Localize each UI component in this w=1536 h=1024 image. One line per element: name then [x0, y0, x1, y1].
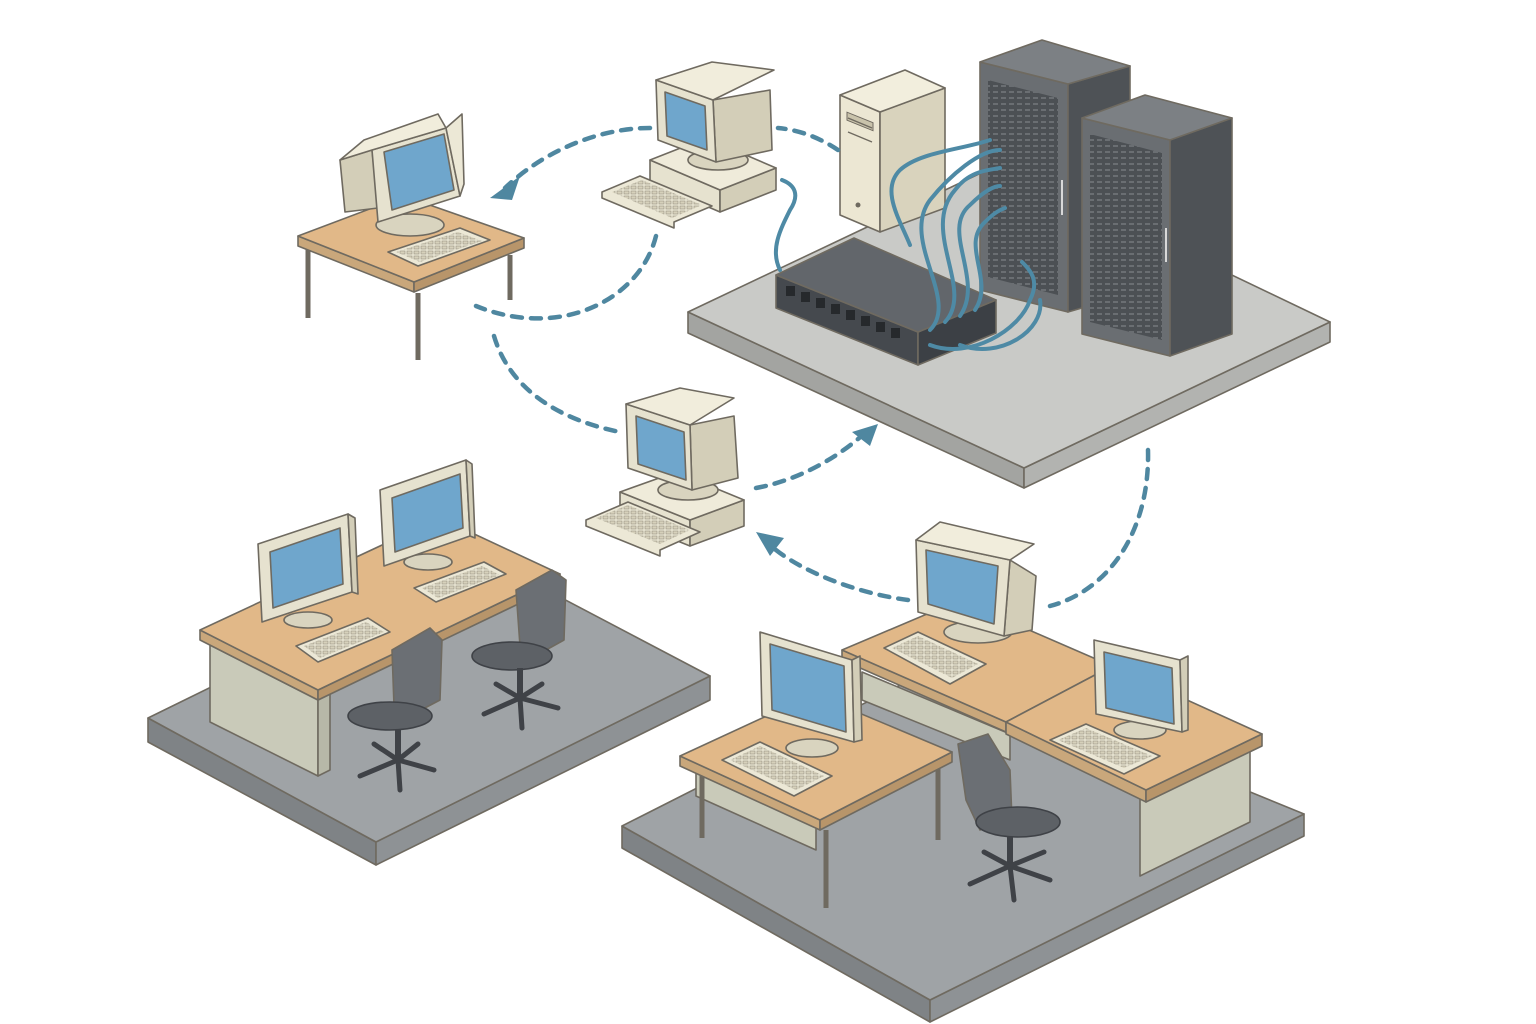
- monitor-screen: [925, 549, 999, 625]
- rack-grill: [1090, 134, 1162, 340]
- monitor-icon: [257, 513, 359, 629]
- rack-grill: [988, 80, 1058, 295]
- keyboard-icon: [387, 227, 491, 267]
- keyboard-icon: [883, 631, 987, 685]
- monitor-screen: [383, 133, 455, 211]
- server-rack-2: [1081, 94, 1233, 357]
- keyboard-icon: [413, 561, 507, 603]
- desk: [199, 517, 561, 777]
- keyboard-icon: [721, 741, 833, 797]
- arrowhead-icon: [852, 424, 878, 446]
- monitor-icon: [1093, 639, 1189, 740]
- monitor-screen: [391, 473, 464, 553]
- link-workstation-top-to-desk: [473, 233, 659, 321]
- link-office-right-to-workstation-middle: [767, 542, 911, 603]
- network-cables: [773, 138, 1043, 351]
- switch-port-icons: [786, 286, 900, 338]
- workstation-top[interactable]: [601, 61, 777, 229]
- power-led-icon: [855, 202, 861, 208]
- monitor-screen: [664, 91, 708, 151]
- office-chair-icon: [957, 733, 1061, 903]
- monitor-icon: [915, 521, 1037, 644]
- office-right: [621, 521, 1305, 1023]
- monitor-screen: [769, 643, 847, 733]
- monitor-screen: [1103, 651, 1175, 725]
- server-room: [687, 39, 1331, 489]
- monitor-screen: [635, 415, 687, 481]
- keyboard-icon: [1049, 723, 1161, 775]
- link-workstation-middle-to-server: [753, 429, 869, 491]
- desk: [297, 195, 525, 360]
- desk: [841, 599, 1113, 761]
- link-desk-to-workstation-middle: [491, 333, 623, 435]
- keyboard-icon: [295, 617, 391, 663]
- arrowhead-icon: [756, 532, 784, 556]
- link-server-to-workstation-top: [775, 125, 841, 153]
- office-left: [147, 459, 711, 866]
- monitor-icon: [379, 459, 476, 571]
- workstation-left[interactable]: [297, 113, 525, 360]
- network-links: [473, 125, 1151, 609]
- keyboard-icon: [585, 501, 701, 557]
- office-chair-icon: [347, 627, 443, 793]
- monitor-icon: [339, 113, 465, 237]
- link-workstation-top-to-left: [502, 125, 653, 191]
- arrowhead-icon: [490, 176, 520, 200]
- monitor-screen: [269, 527, 344, 609]
- monitor-icon: [655, 61, 775, 171]
- keyboard-icon: [601, 175, 713, 229]
- workstation-middle[interactable]: [585, 387, 745, 557]
- monitor-icon: [759, 631, 863, 758]
- monitor-icon: [625, 387, 739, 501]
- link-server-to-office-right: [1047, 447, 1151, 609]
- office-chair-icon: [471, 569, 567, 731]
